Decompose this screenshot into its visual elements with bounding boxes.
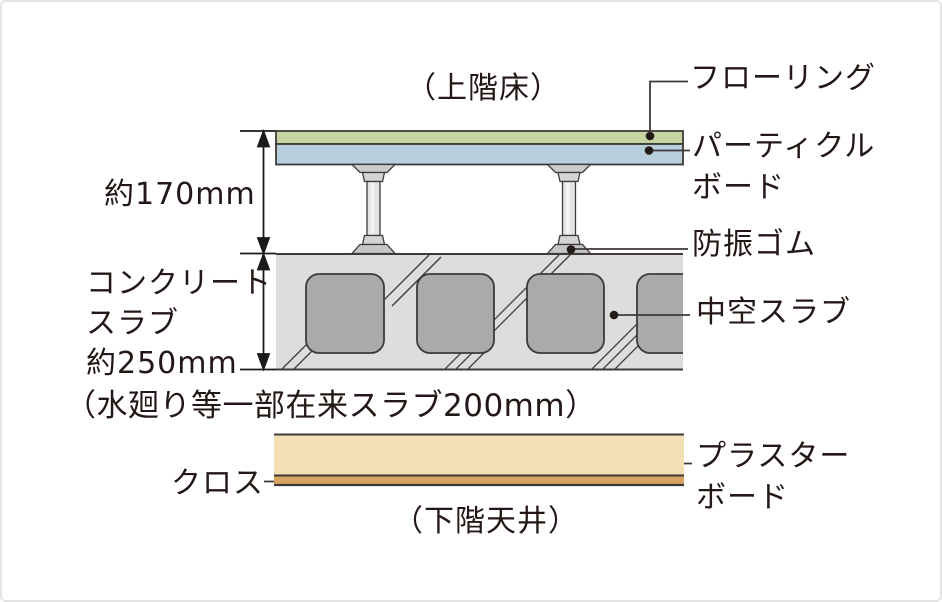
leader-dot xyxy=(609,310,619,320)
post-upper-block xyxy=(361,171,386,183)
leader-flooring xyxy=(649,80,688,135)
label-hollow-slab: 中空スラブ xyxy=(696,295,851,330)
dimension-170mm: 約170mm xyxy=(104,177,256,212)
label-flooring: フローリング xyxy=(690,61,876,96)
label-cloth: クロス xyxy=(171,466,264,501)
dimension-concrete-slab: コンクリート スラブ 約250mm xyxy=(86,266,272,381)
post-rubber-foot xyxy=(350,243,397,255)
leader-dot xyxy=(645,131,655,141)
arrowhead-down-icon xyxy=(256,237,271,256)
upper-floor-assembly xyxy=(275,130,684,166)
hollow-void xyxy=(526,273,605,354)
arrowhead-up-icon xyxy=(256,251,271,271)
flooring-layer xyxy=(275,130,684,145)
post-top-cap xyxy=(545,163,593,174)
post-top-cap xyxy=(350,163,397,174)
post-lower-block xyxy=(557,234,581,246)
label-particle-board: パーティクル ボード xyxy=(692,129,876,205)
hollow-void xyxy=(416,273,495,354)
leader-dot xyxy=(644,146,654,155)
dimension-lines xyxy=(240,128,276,372)
arrowhead-up-icon xyxy=(256,128,271,148)
plaster-board-layer xyxy=(274,434,684,476)
leader-dot xyxy=(566,245,576,254)
lower-ceiling-title: （下階天井） xyxy=(393,504,579,539)
cloth-layer xyxy=(274,476,684,485)
label-plaster-board: プラスター ボード xyxy=(696,439,851,515)
upper-floor-title: （上階床） xyxy=(406,71,561,106)
ceiling-assembly xyxy=(274,433,684,487)
slab-note: （水廻り等一部在来スラブ200mm） xyxy=(65,388,597,424)
hollow-void xyxy=(636,273,683,354)
post-lower-block xyxy=(361,234,386,246)
hollow-void xyxy=(305,273,385,354)
label-vibration-rubber: 防振ゴム xyxy=(692,227,816,262)
support-post-right xyxy=(545,163,593,255)
arrowhead-down-icon xyxy=(256,353,271,372)
post-upper-block xyxy=(557,171,581,183)
particle-board-layer xyxy=(275,143,684,166)
support-post-left xyxy=(350,163,397,255)
hollow-voids xyxy=(305,273,683,354)
